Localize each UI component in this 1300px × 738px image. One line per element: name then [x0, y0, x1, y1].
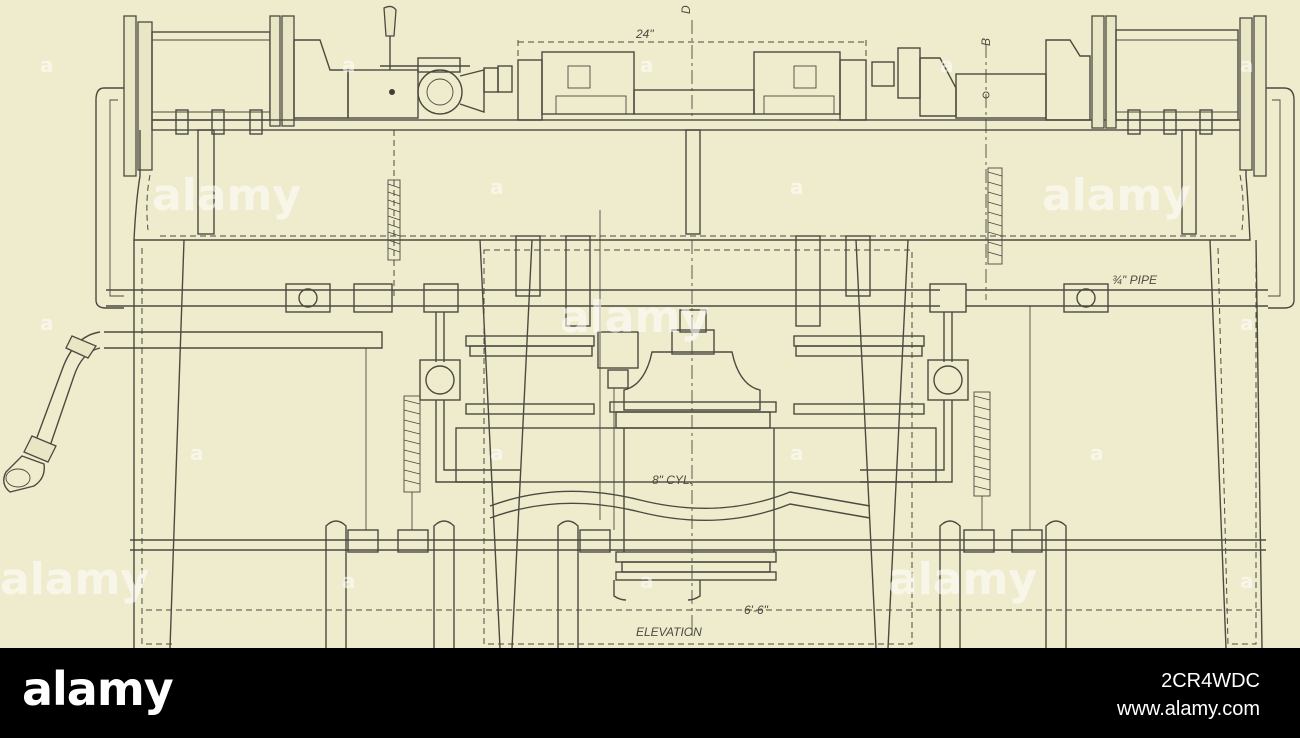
lower-tie-rod	[130, 520, 1266, 648]
watermark-small: a	[1240, 311, 1254, 335]
watermark-small: a	[490, 441, 504, 465]
engineering-drawing: 24" D B ¾" PIPE 8" CYL. 6'-6" ELEVATION …	[0, 0, 1300, 648]
watermark-small: a	[1240, 569, 1254, 593]
center-cylinder-assembly	[455, 210, 937, 640]
brand-logo[interactable]: alamy	[22, 662, 174, 716]
right-end-cylinder	[1045, 15, 1267, 177]
watermark-small: a	[640, 53, 654, 77]
watermark-small: a	[40, 53, 54, 77]
watermark-word: alamy	[0, 554, 149, 605]
watermark-word: alamy	[560, 292, 709, 343]
watermark-small: a	[490, 175, 504, 199]
section-mark-d: D	[679, 5, 693, 14]
site-url-link[interactable]: www.alamy.com	[1117, 698, 1260, 720]
side-pipes	[95, 87, 1295, 309]
center-slide-blocks	[517, 20, 867, 121]
watermark-small: a	[342, 569, 356, 593]
image-id-text: 2CR4WDC	[1161, 670, 1260, 692]
watermark-word: alamy	[888, 554, 1037, 605]
watermark-small: a	[342, 53, 356, 77]
watermark-small: a	[40, 311, 54, 335]
horizontal-pipes	[104, 283, 1268, 349]
watermark-small: a	[1240, 53, 1254, 77]
elevation-drawing-svg: 24" D B ¾" PIPE 8" CYL. 6'-6" ELEVATION …	[0, 5, 1295, 648]
watermark-small: a	[640, 569, 654, 593]
watermark-small: a	[790, 175, 804, 199]
pipe-size-label: ¾" PIPE	[1112, 273, 1158, 287]
left-springs	[365, 130, 520, 530]
watermark-small: a	[1090, 441, 1104, 465]
watermark-word: alamy	[152, 170, 301, 221]
watermark-small: a	[790, 441, 804, 465]
view-title-elevation: ELEVATION	[636, 625, 702, 639]
cylinder-size-label: 8" CYL.	[652, 473, 693, 487]
watermark-footer-bar: alamy 2CR4WDC www.alamy.com	[0, 648, 1300, 738]
watermark-word: alamy	[1042, 170, 1191, 221]
watermark-small: a	[940, 53, 954, 77]
dimension-6-6-label: 6'-6"	[744, 603, 769, 617]
right-springs	[860, 167, 1031, 530]
watermark-small: a	[190, 441, 204, 465]
section-mark-b: B	[979, 38, 993, 46]
left-valve-assembly	[347, 5, 513, 119]
dimension-24-label: 24"	[635, 27, 654, 41]
left-end-cylinder	[123, 15, 349, 177]
watermark-overlay: alamy alamy alamy alamy alamy a a a a a …	[0, 53, 1254, 605]
right-valve-assembly	[871, 44, 1047, 300]
inlet-pipe-bend	[3, 331, 101, 493]
frame-legs	[133, 239, 1263, 648]
